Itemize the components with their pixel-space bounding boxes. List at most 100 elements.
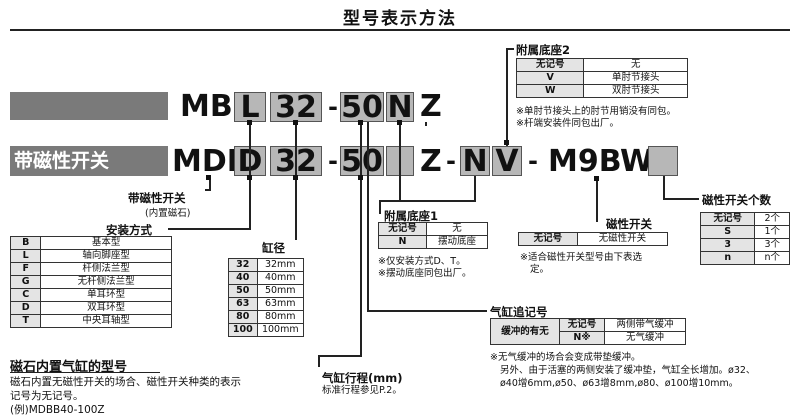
base2-table-desc: 无 — [583, 58, 688, 72]
bore-table-code: 80 — [228, 310, 258, 324]
connector-base1-n — [474, 176, 476, 202]
mount-table-desc: 双耳环型 — [40, 301, 172, 315]
mount-table-code: C — [9, 288, 42, 302]
builtin-desc-2: 记号为无记号。 — [10, 390, 84, 402]
connector-mount-dot1 — [247, 120, 252, 125]
base1-table-code: 无记号 — [377, 222, 428, 236]
base2-note-2: ※杆端安装件同包出厂。 — [516, 118, 619, 129]
row1-n-box: N — [386, 90, 414, 125]
builtin-divider — [10, 372, 160, 373]
connector-stroke-dot1 — [358, 120, 363, 125]
row2-n-box: N — [460, 146, 490, 177]
cushion-desc-2: 无气缓冲 — [603, 331, 687, 345]
cushion-code-1: 无记号 — [559, 318, 605, 332]
connector-magnet-dot — [206, 175, 211, 180]
magnet-switch-label: 带磁性开关 — [128, 191, 186, 205]
row2-stroke-box: 50 — [340, 144, 384, 179]
bore-table-code: 40 — [228, 271, 258, 285]
base2-table-code: 无记号 — [515, 58, 585, 72]
connector-z — [425, 122, 427, 126]
connector-sensor — [596, 178, 598, 222]
title-divider — [10, 29, 790, 31]
base1-note-2: ※摆动底座同包出厂。 — [378, 268, 472, 279]
builtin-title: 磁石内置气缸的型号 — [10, 360, 128, 375]
sensor-label: 磁性开关 — [606, 217, 652, 231]
row2-dash3: - — [528, 147, 538, 175]
base2-table-desc: 单肘节接头 — [583, 71, 688, 85]
sensor-table-code: 无记号 — [518, 232, 578, 246]
connector-base1-h2 — [399, 200, 476, 202]
mount-table-code: F — [9, 262, 42, 276]
page-title: 型号表示方法 — [343, 9, 457, 29]
bore-table-code: 100 — [228, 323, 258, 337]
mount-type-label: 安装方式 — [106, 223, 152, 237]
base2-table-code: W — [515, 84, 585, 98]
cushion-table: 缓冲的有无 无记号 两侧带气缓冲 N※ 无气缓冲 — [490, 318, 687, 345]
builtin-desc-1: 磁石内置无磁性开关的场合、磁性开关种类的表示 — [10, 376, 241, 388]
base1-table-row: 无记号无 — [377, 222, 488, 236]
connector-bore — [295, 122, 297, 240]
sensor-table-row: 无记号无磁性开关 — [518, 232, 669, 246]
connector-stroke-v — [318, 355, 320, 367]
attach-base2-label: 附属底座2 — [516, 43, 571, 57]
row1-z: Z — [420, 89, 442, 124]
cushion-note-2: 另外、由于活塞的两侧安装了缓冲垫，气缸全长增加。ø32、 — [500, 365, 756, 376]
base2-table-code: V — [515, 71, 585, 85]
mount-table-desc: 杆侧法兰型 — [40, 262, 172, 276]
connector-cushion — [367, 122, 369, 312]
base2-table-desc: 双肘节接头 — [583, 84, 688, 98]
connector-base1-v — [379, 200, 381, 214]
bore-table-desc: 100mm — [256, 323, 305, 337]
connector-mount-h — [168, 228, 251, 230]
bore-table-code: 63 — [228, 297, 258, 311]
count-table-desc: n个 — [754, 251, 790, 265]
row2-count-box — [648, 146, 678, 176]
row2-dash1: - — [328, 147, 338, 175]
base2-table-row: 无记号无 — [515, 58, 688, 72]
mount-table-desc: 无杆侧法兰型 — [40, 275, 172, 289]
connector-count — [663, 176, 665, 200]
connector-stroke — [360, 122, 362, 357]
cushion-group: 缓冲的有无 — [490, 318, 560, 345]
switch-label-bar: 带磁性开关 — [10, 146, 168, 176]
cushion-note-3: ø40增6mm,ø50、ø63增8mm,ø80、ø100增10mm。 — [500, 378, 739, 389]
bore-table-desc: 40mm — [256, 271, 305, 285]
bore-table-desc: 63mm — [256, 297, 305, 311]
base1-table-desc: 无 — [426, 222, 488, 236]
connector-magnet-h — [205, 189, 211, 191]
bore-table-code: 32 — [228, 258, 258, 272]
mount-table-desc: 单耳环型 — [40, 288, 172, 302]
row1-dash: - — [328, 93, 338, 121]
sensor-table: 无记号无磁性开关 — [518, 232, 669, 246]
sensor-note-1: ※适合磁性开关型号由下表选 — [520, 252, 642, 263]
cushion-note-1: ※无气缓冲的场合会变成带垫缓冲。 — [490, 352, 641, 363]
connector-bore-dot1 — [293, 120, 298, 125]
connector-base1-dot — [397, 120, 402, 125]
base1-note-1: ※仅安装方式D、T。 — [378, 256, 466, 267]
mount-table-code: G — [9, 275, 42, 289]
count-table-code: 3 — [699, 238, 756, 252]
cushion-code-2: N※ — [559, 331, 605, 345]
row2-v-box: V — [492, 146, 522, 177]
base2-note-1: ※单肘节接头上的肘节用销没有同包。 — [516, 106, 676, 117]
count-table-code: S — [699, 225, 756, 239]
bore-size-label: 缸径 — [262, 241, 285, 255]
stroke-label: 气缸行程(mm) — [322, 371, 403, 385]
connector-stroke-h — [318, 355, 362, 357]
